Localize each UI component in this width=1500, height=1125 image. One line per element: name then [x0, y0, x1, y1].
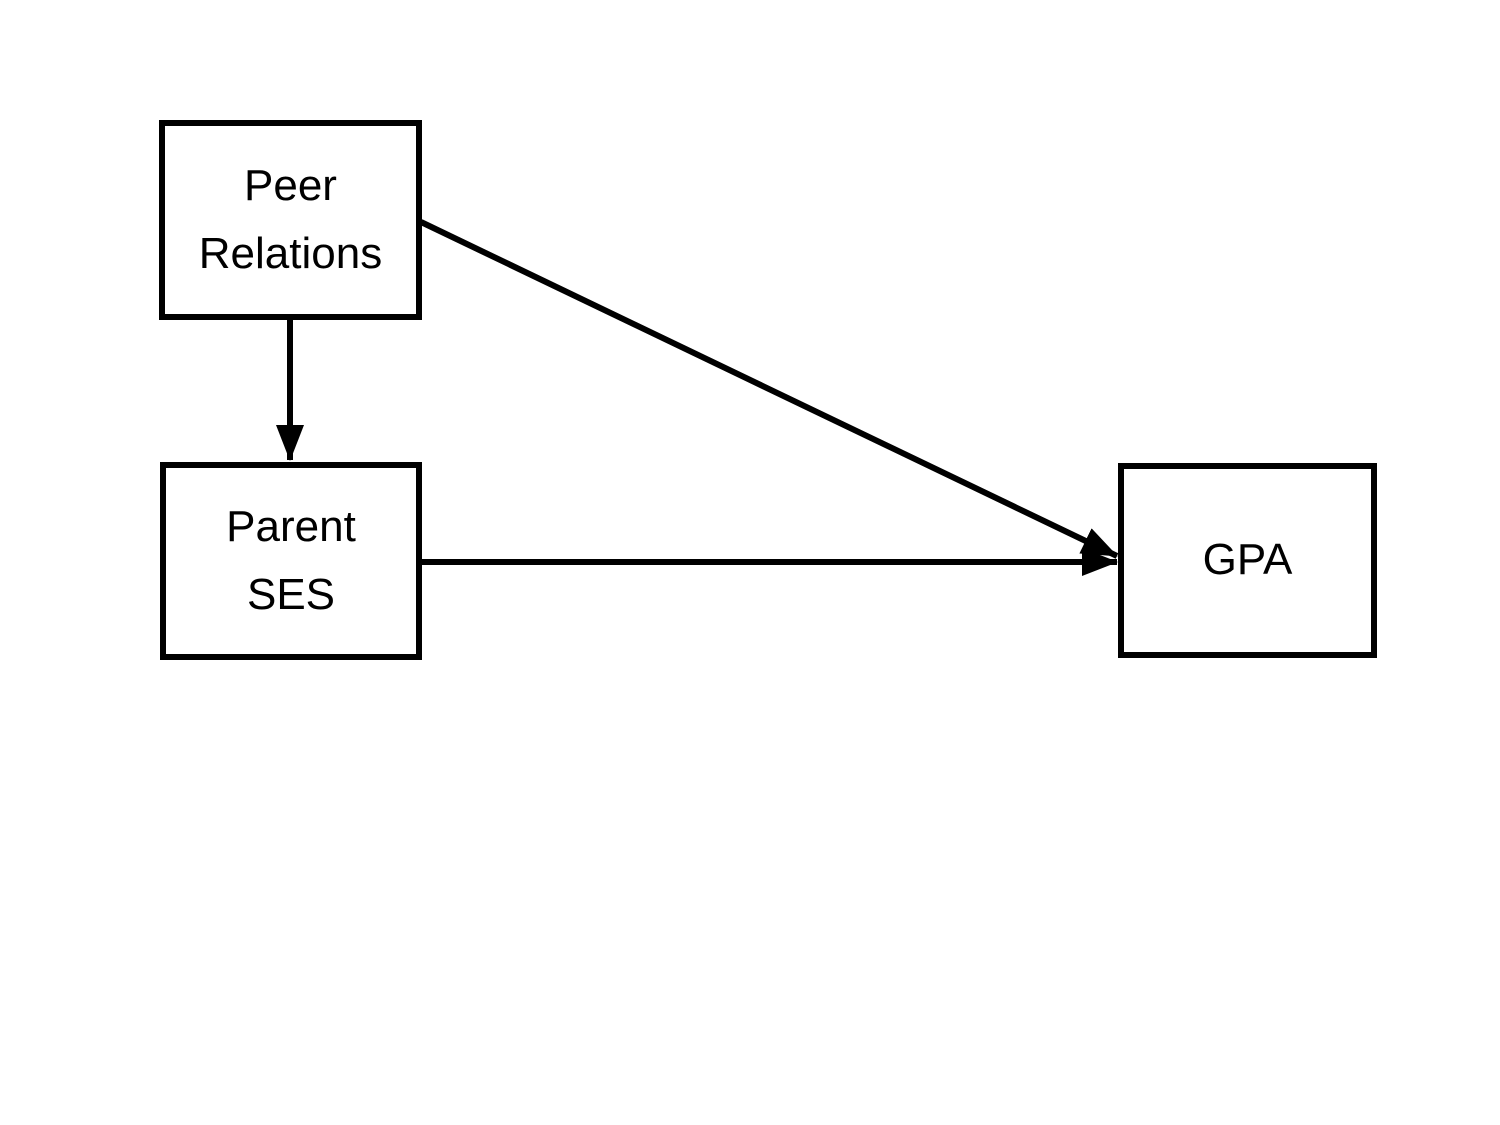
node-peer-relations-label: Peer Relations — [198, 160, 383, 278]
edge-peer-relations-to-gpa — [419, 219, 1119, 559]
node-parent-ses: Parent SES — [160, 462, 422, 660]
node-parent-ses-label: Parent SES — [226, 501, 356, 619]
node-gpa-label: GPA — [1202, 535, 1293, 585]
node-peer-relations: Peer Relations — [159, 120, 422, 320]
node-gpa: GPA — [1118, 463, 1377, 658]
